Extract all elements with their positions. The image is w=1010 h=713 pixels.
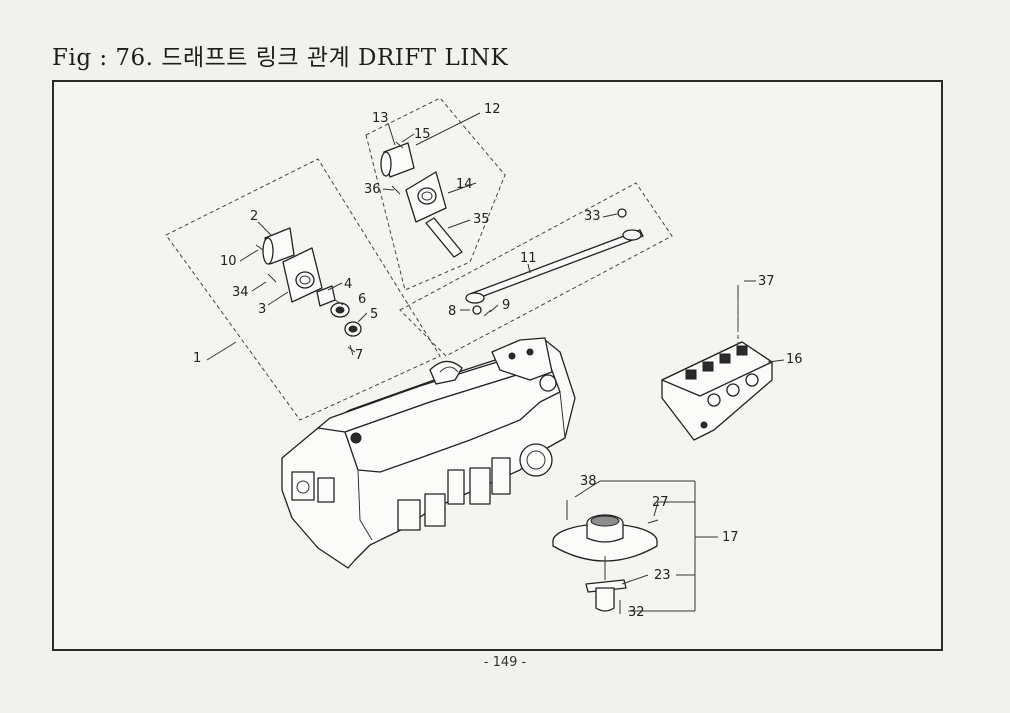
callout-1: 1 (193, 351, 201, 366)
callout-9: 9 (502, 298, 510, 313)
group-outline-11 (399, 182, 673, 357)
callout-3: 3 (258, 302, 266, 317)
callout-34: 34 (232, 285, 249, 300)
callout-7: 7 (355, 348, 363, 363)
callout-36: 36 (364, 182, 381, 197)
callout-12: 12 (484, 102, 501, 117)
pin-9 (483, 309, 492, 317)
callout-35: 35 (473, 212, 490, 227)
group-outline-12 (365, 97, 506, 291)
callout-16: 16 (786, 352, 803, 367)
main-housing (281, 337, 576, 569)
solenoid-assembly-1 (255, 227, 362, 353)
callout-11: 11 (520, 251, 537, 266)
callout-13: 13 (372, 111, 389, 126)
flange-assembly-17 (552, 500, 659, 614)
page-title: Fig : 76. 드래프트 링크 관계 DRIFT LINK (52, 45, 509, 71)
drift-link-rod (465, 229, 644, 304)
callout-5: 5 (370, 307, 378, 322)
callout-2: 2 (250, 209, 258, 224)
callout-27: 27 (652, 495, 669, 510)
callout-14: 14 (456, 177, 473, 192)
callout-labels: 1 2 3 4 5 6 7 8 9 10 11 12 13 14 15 16 1… (193, 102, 803, 620)
callout-8: 8 (448, 304, 456, 319)
callout-15: 15 (414, 127, 431, 142)
callout-37: 37 (758, 274, 775, 289)
callout-17: 17 (722, 530, 739, 545)
callout-38: 38 (580, 474, 597, 489)
callout-32: 32 (628, 605, 645, 620)
callout-4: 4 (344, 277, 352, 292)
solenoid-assembly-12 (380, 141, 463, 258)
callout-6: 6 (358, 292, 366, 307)
control-block-16 (661, 285, 773, 441)
leader-lines (206, 112, 785, 612)
callout-10: 10 (220, 254, 237, 269)
group-outline-1 (165, 158, 441, 421)
page-number: - 149 - (483, 655, 527, 670)
washer-33 (617, 208, 627, 218)
callout-33: 33 (584, 209, 601, 224)
callout-23: 23 (654, 568, 671, 583)
washer-8 (472, 305, 482, 315)
